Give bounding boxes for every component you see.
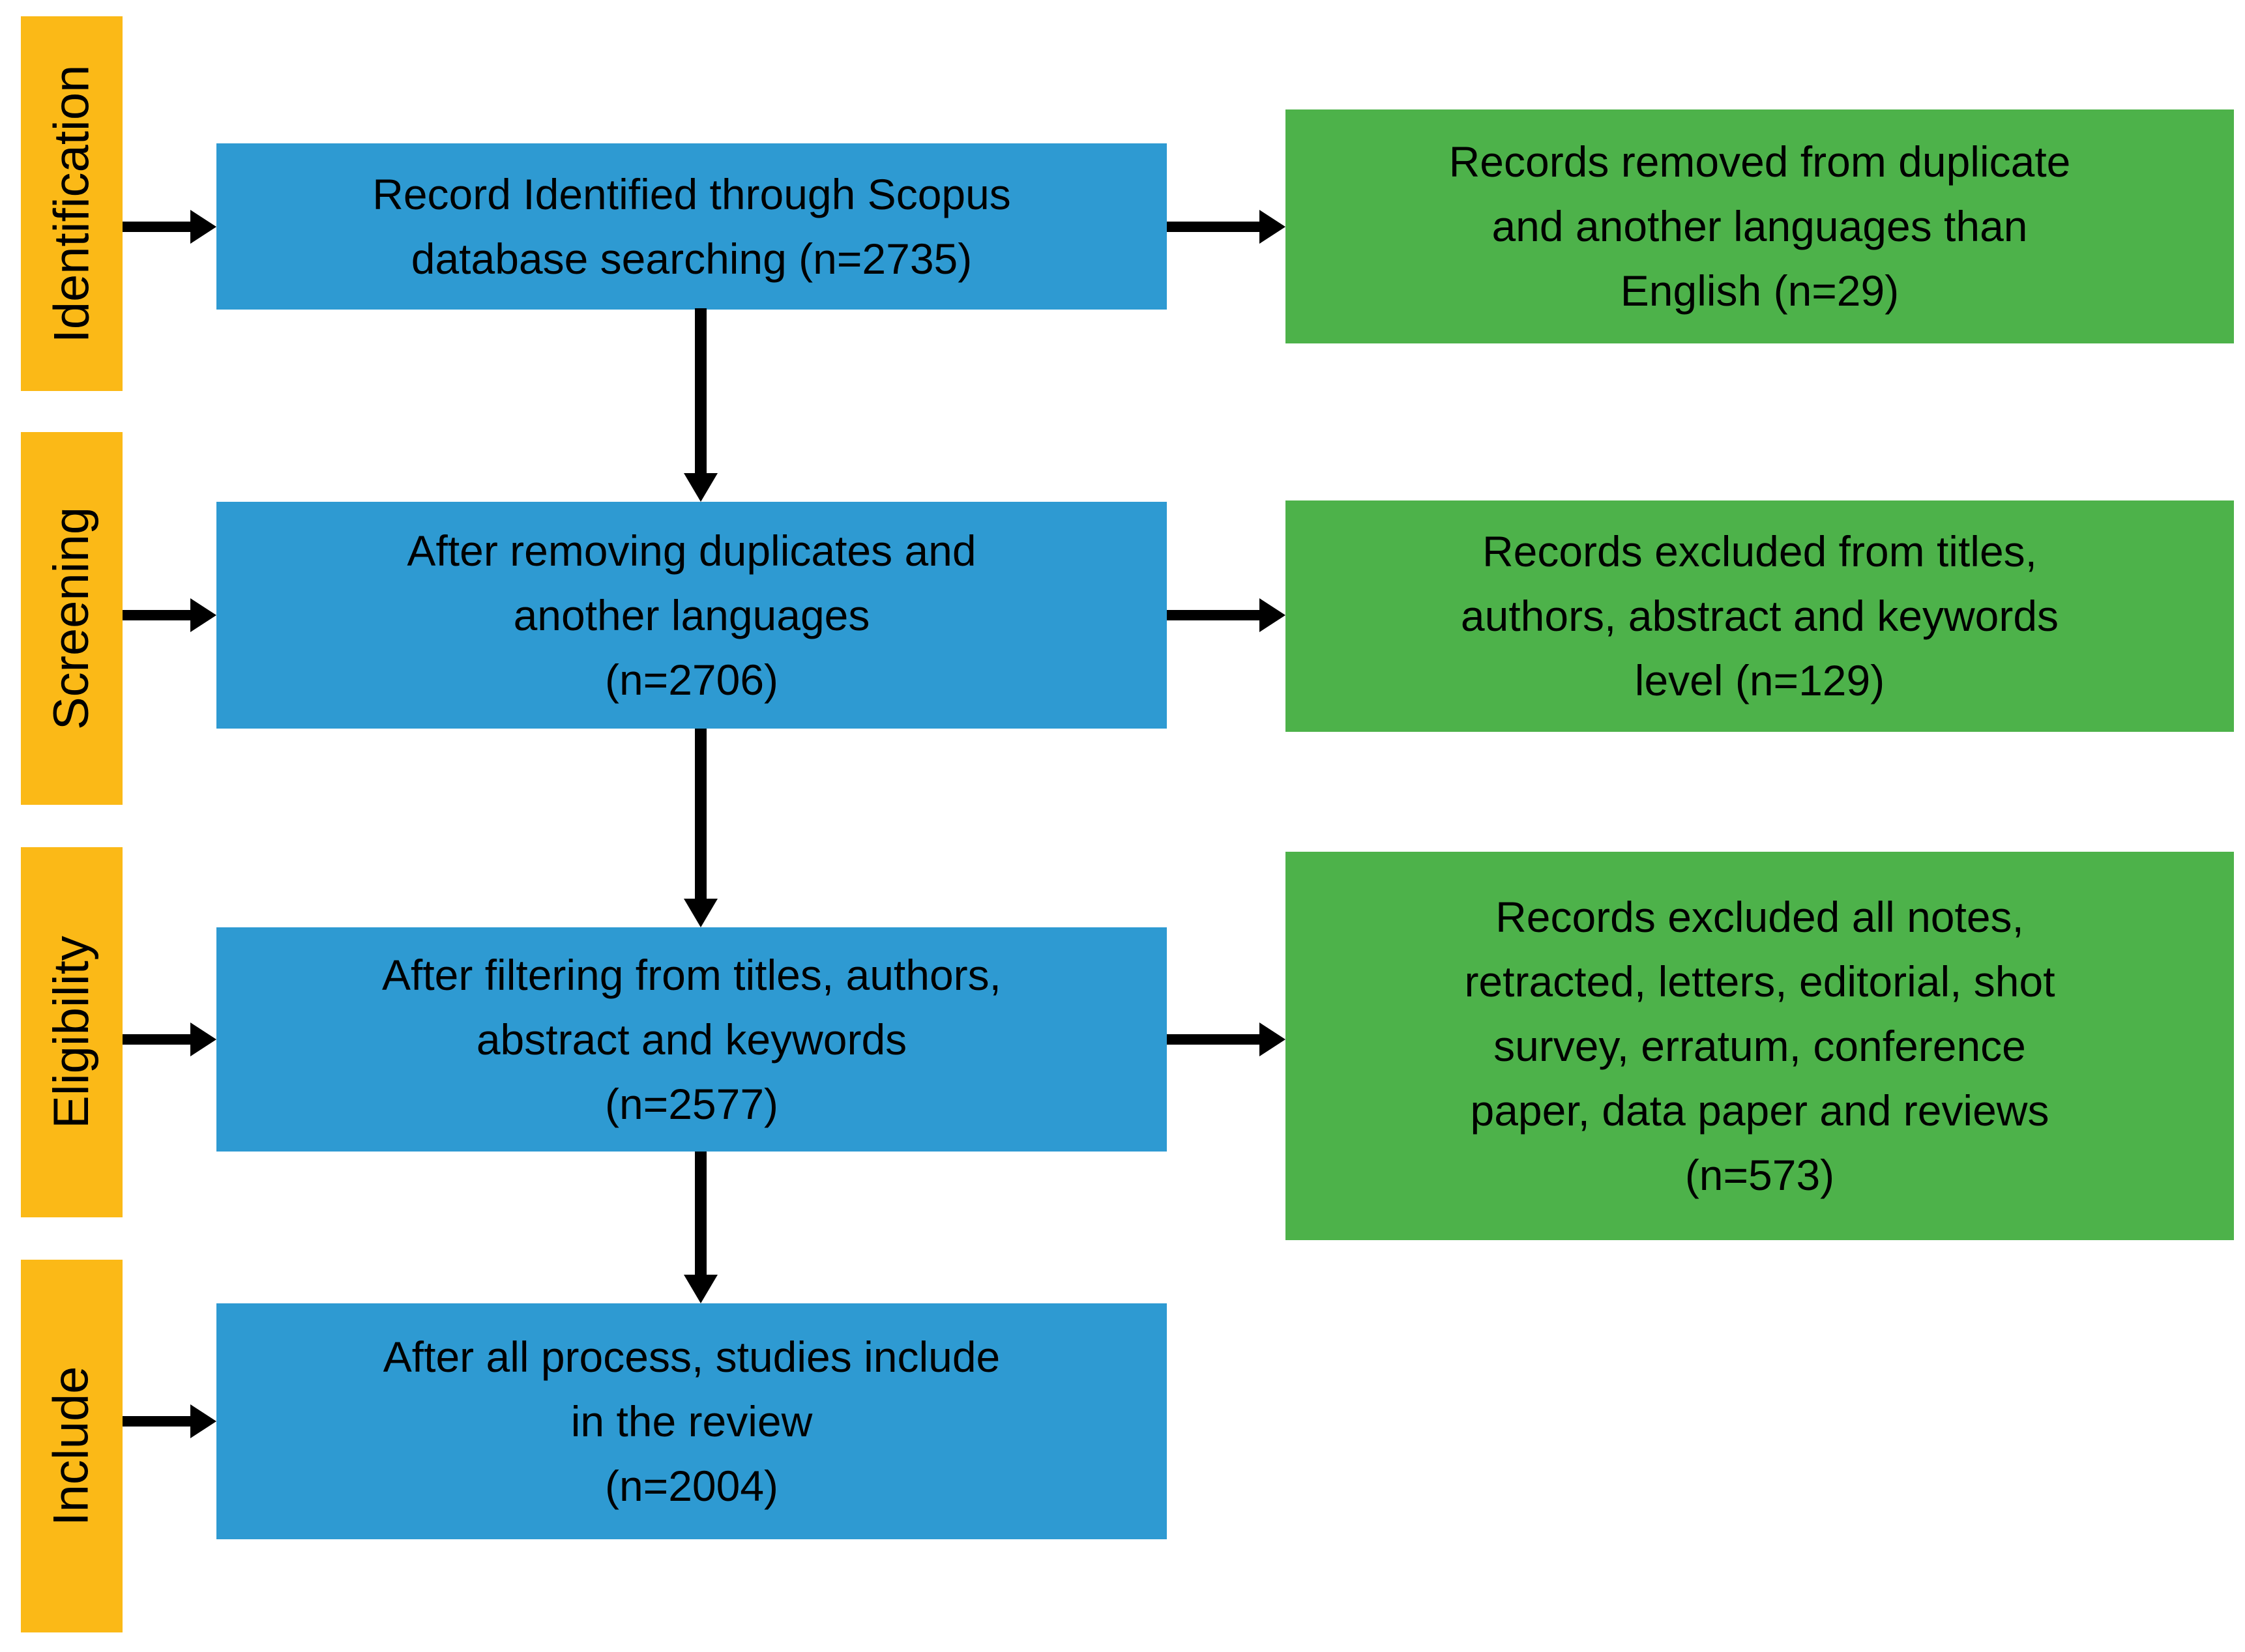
process-box-records-identified: Record Identified through Scopus databas… bbox=[216, 143, 1167, 310]
arrow-shaft bbox=[695, 308, 707, 473]
stage-label-screening: Screening bbox=[21, 432, 123, 805]
stage-label-eligibility: Eligibility bbox=[21, 847, 123, 1217]
arrow-head bbox=[190, 210, 216, 244]
process-box-after-deduplication-text: After removing duplicates and another la… bbox=[407, 526, 976, 704]
process-box-included-studies: After all process, studies include in th… bbox=[216, 1303, 1167, 1539]
arrow-head bbox=[1259, 1022, 1285, 1056]
arrow-right-icon-screening bbox=[123, 598, 216, 632]
arrow-shaft bbox=[123, 610, 190, 620]
exclusion-box-eligibility-excluded-text: Records excluded all notes, retracted, l… bbox=[1464, 892, 2055, 1199]
process-box-after-deduplication: After removing duplicates and another la… bbox=[216, 502, 1167, 729]
process-box-after-filtering: After filtering from titles, authors, ab… bbox=[216, 927, 1167, 1152]
process-box-records-identified-text: Record Identified through Scopus databas… bbox=[372, 169, 1011, 283]
arrow-head bbox=[190, 1022, 216, 1056]
exclusion-box-eligibility-excluded: Records excluded all notes, retracted, l… bbox=[1285, 852, 2234, 1240]
process-box-included-studies-text: After all process, studies include in th… bbox=[383, 1332, 1001, 1510]
arrow-shaft bbox=[1167, 610, 1259, 620]
arrow-shaft bbox=[123, 1034, 190, 1045]
arrow-head bbox=[684, 899, 718, 927]
arrow-right-icon-eligibility bbox=[123, 1022, 216, 1056]
exclusion-box-screening-excluded: Records excluded from titles, authors, a… bbox=[1285, 500, 2234, 732]
exclusion-box-screening-excluded-text: Records excluded from titles, authors, a… bbox=[1460, 527, 2059, 704]
arrow-shaft bbox=[1167, 222, 1259, 232]
arrow-right-icon-include bbox=[123, 1404, 216, 1438]
arrow-shaft bbox=[695, 1152, 707, 1275]
arrow-head bbox=[684, 473, 718, 502]
arrow-shaft bbox=[695, 729, 707, 899]
arrow-shaft bbox=[123, 222, 190, 232]
exclusion-box-duplicates-removed-text: Records removed from duplicate and anoth… bbox=[1448, 138, 2071, 315]
arrow-head bbox=[1259, 210, 1285, 244]
stage-label-screening-text: Screening bbox=[44, 506, 100, 731]
stage-label-include-text: Include bbox=[44, 1366, 100, 1526]
arrow-shaft bbox=[123, 1416, 190, 1427]
process-box-after-filtering-text: After filtering from titles, authors, ab… bbox=[381, 950, 1001, 1128]
arrow-head bbox=[1259, 598, 1285, 632]
arrow-right-icon-identification bbox=[123, 210, 216, 244]
arrow-down-icon-2 bbox=[684, 729, 718, 927]
arrow-right-icon-to-duplicates-removed bbox=[1167, 210, 1285, 244]
arrow-right-icon-to-screening-excluded bbox=[1167, 598, 1285, 632]
stage-label-identification-text: Identification bbox=[44, 65, 100, 343]
arrow-down-icon-1 bbox=[684, 308, 718, 502]
arrow-right-icon-to-eligibility-excluded bbox=[1167, 1022, 1285, 1056]
arrow-down-icon-3 bbox=[684, 1152, 718, 1303]
arrow-head bbox=[190, 598, 216, 632]
stage-label-identification: Identification bbox=[21, 16, 123, 391]
arrow-head bbox=[190, 1404, 216, 1438]
arrow-shaft bbox=[1167, 1034, 1259, 1045]
exclusion-box-duplicates-removed: Records removed from duplicate and anoth… bbox=[1285, 109, 2234, 343]
arrow-head bbox=[684, 1275, 718, 1303]
stage-label-eligibility-text: Eligibility bbox=[44, 936, 99, 1129]
stage-label-include: Include bbox=[21, 1260, 123, 1632]
